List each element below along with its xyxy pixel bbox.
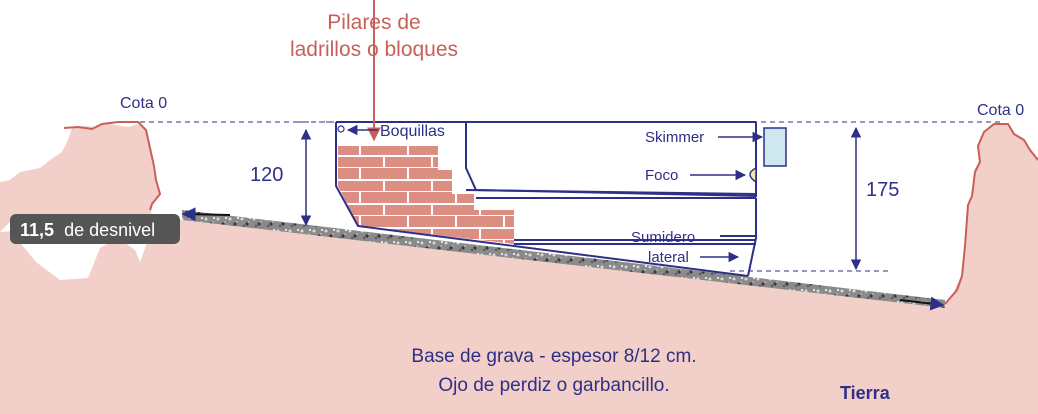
earth-outline-right bbox=[944, 123, 1038, 305]
pillars-label-line1: Pilares de bbox=[327, 11, 420, 34]
slope-value: 11,5 bbox=[20, 220, 54, 240]
earth-outline-left bbox=[63, 121, 162, 211]
gravel-base bbox=[182, 210, 945, 308]
slope-text: de desnivel bbox=[64, 220, 155, 240]
dimension-120-label: 120 bbox=[250, 164, 283, 186]
brick-pillars bbox=[338, 146, 514, 244]
skimmer-label: Skimmer bbox=[645, 129, 704, 146]
svg-text:11,5 de desnivel: 11,5 de desnivel bbox=[20, 220, 155, 240]
tierra-label: Tierra bbox=[840, 383, 891, 403]
sumidero-label-line1: Sumidero bbox=[631, 229, 695, 246]
boquillas-label: Boquillas bbox=[380, 123, 445, 140]
foco-label: Foco bbox=[645, 167, 678, 184]
boquilla-nozzle bbox=[337, 125, 345, 133]
base-gravel-line1: Base de grava - espesor 8/12 cm. bbox=[411, 346, 696, 367]
slope-badge: 11,5 de desnivel bbox=[10, 214, 180, 244]
gravel-arrow-left bbox=[181, 207, 231, 222]
earth-right-bank bbox=[945, 124, 1038, 414]
base-gravel-line2: Ojo de perdiz o garbancillo. bbox=[438, 375, 669, 396]
foco-light bbox=[749, 166, 757, 184]
cota-left-label: Cota 0 bbox=[120, 95, 167, 112]
gravel-arrow-right bbox=[899, 296, 945, 311]
pillars-label-line2: ladrillos o bloques bbox=[290, 38, 458, 61]
earth-ground bbox=[0, 123, 1038, 414]
cota-right-label: Cota 0 bbox=[977, 102, 1024, 119]
skimmer-box bbox=[763, 127, 787, 167]
dimension-175-label: 175 bbox=[866, 179, 899, 201]
pool-shell bbox=[335, 121, 757, 277]
sumidero-label-line2: lateral bbox=[648, 249, 689, 266]
